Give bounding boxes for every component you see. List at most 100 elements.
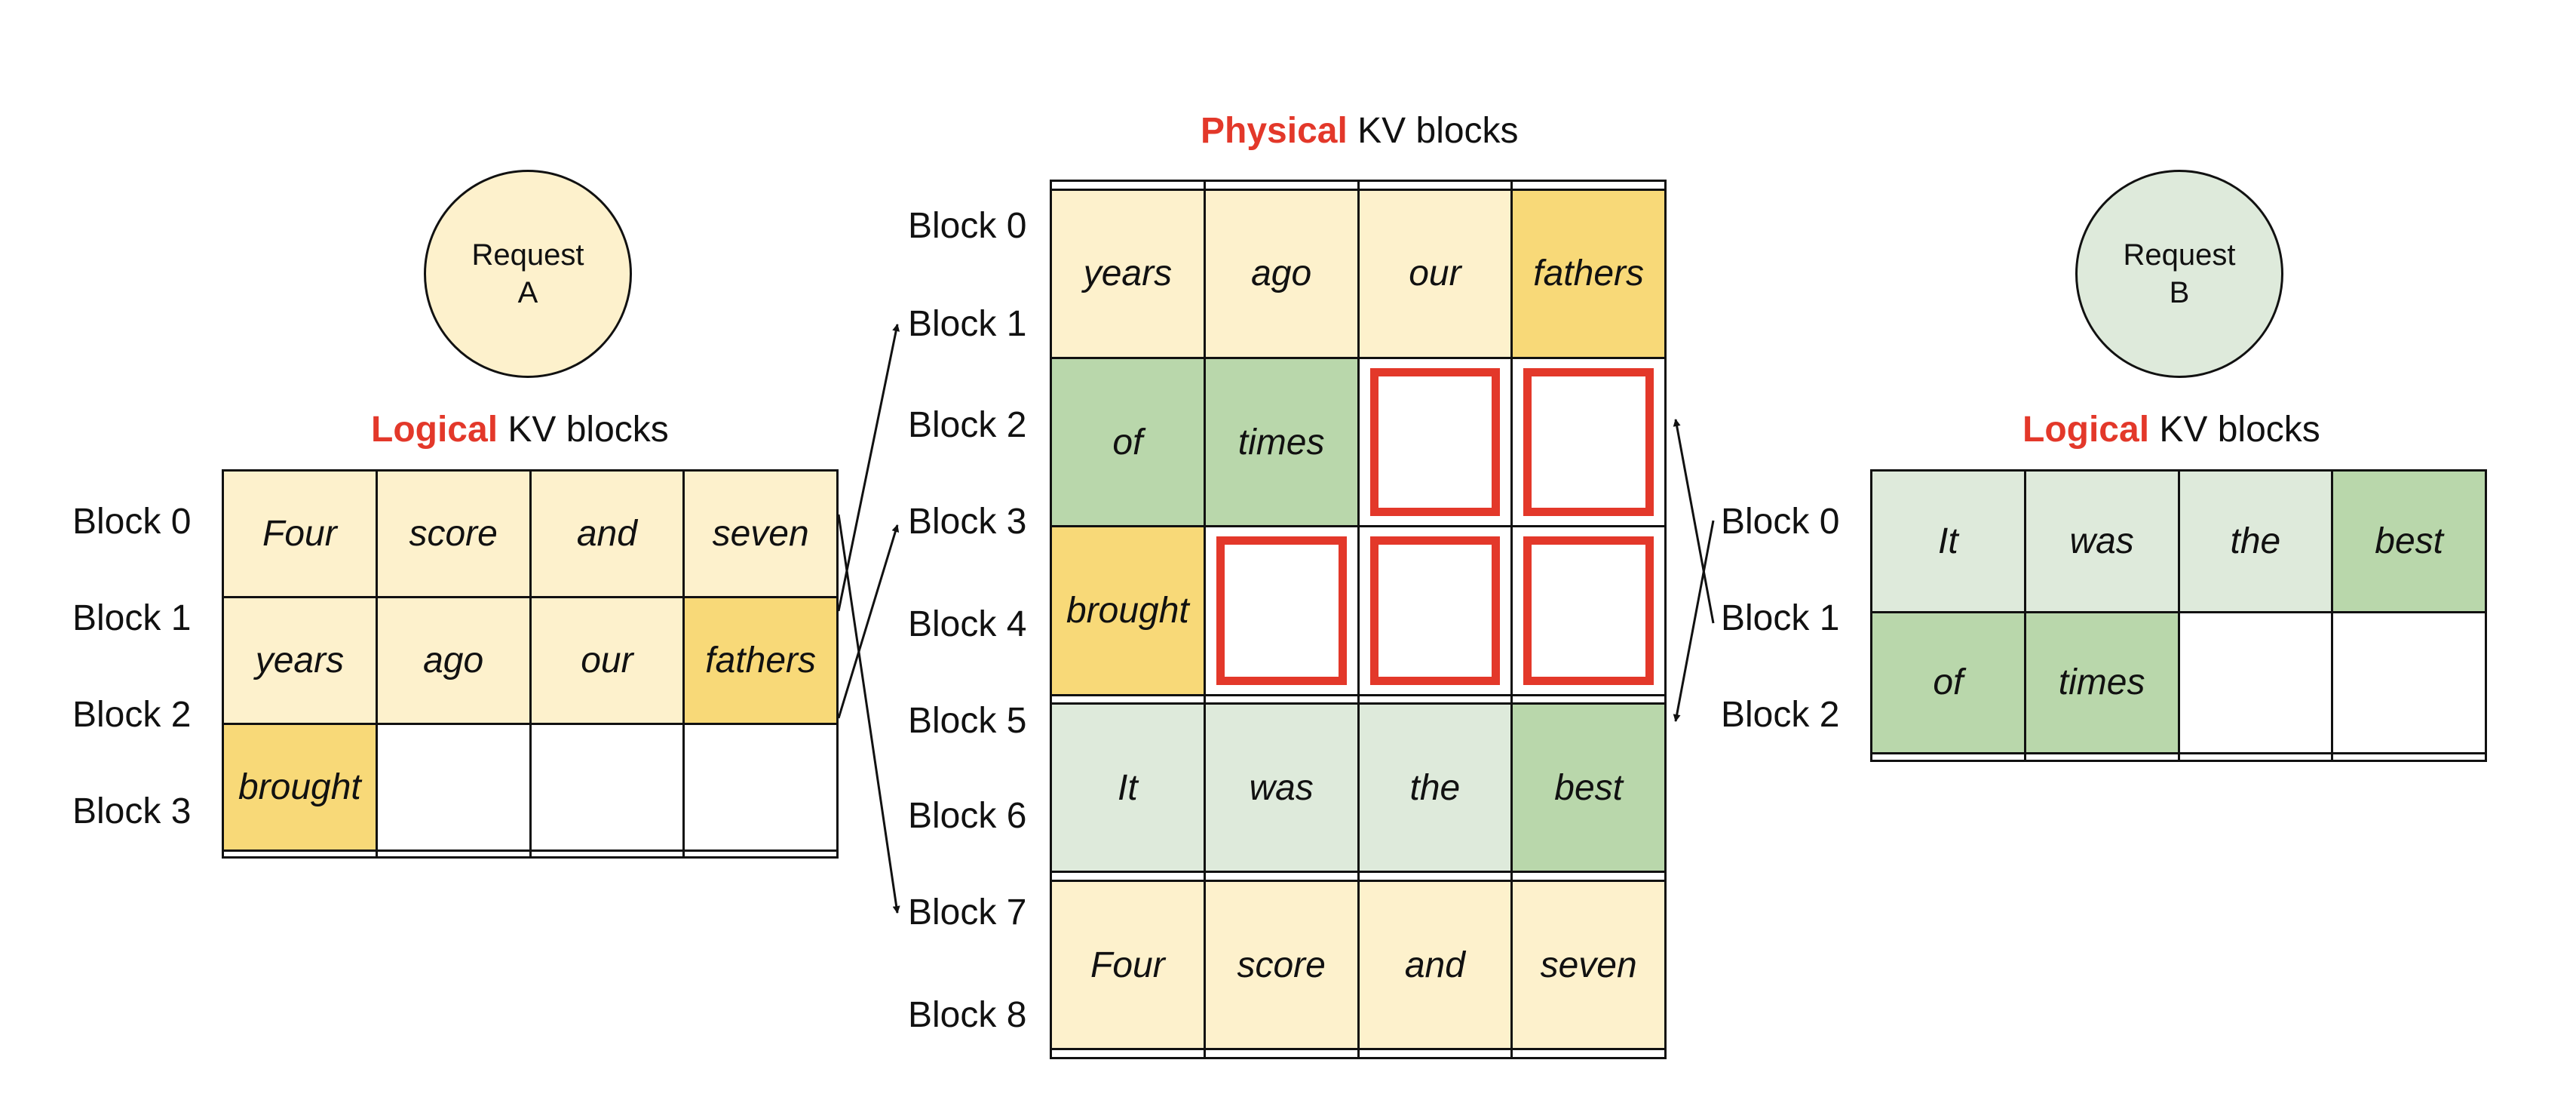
logical-b-cell xyxy=(2177,752,2334,762)
logical-a-cell xyxy=(529,849,685,859)
physical-cell xyxy=(1510,180,1667,191)
physical-cell xyxy=(1050,180,1206,191)
physical-label-1: Block 1 xyxy=(908,304,1027,344)
physical-cell xyxy=(1357,1048,1513,1059)
arrow-b-block0-to-physical5 xyxy=(1673,520,1715,722)
arrow-a-block0-to-physical7 xyxy=(837,514,900,914)
physical-cell xyxy=(1203,1048,1360,1059)
physical-label-5: Block 5 xyxy=(908,701,1027,741)
physical-label-3: Block 3 xyxy=(908,502,1027,542)
logical-a-cell xyxy=(375,849,532,859)
physical-cell-reserved xyxy=(1510,356,1667,528)
logical-a-label-3: Block 3 xyxy=(72,791,192,831)
physical-cell: was xyxy=(1203,702,1360,874)
logical-a-cell: Four xyxy=(222,469,378,599)
logical-a-row-1: years ago our fathers xyxy=(222,596,839,726)
physical-cell: fathers xyxy=(1510,188,1667,359)
physical-cell xyxy=(1510,693,1667,705)
logical-b-label-0: Block 0 xyxy=(1721,502,1840,542)
physical-row-3: brought xyxy=(1050,525,1667,696)
physical-cell xyxy=(1203,180,1360,191)
logical-b-cell xyxy=(1870,752,2026,762)
logical-a-title: Logical KV blocks xyxy=(371,409,669,450)
logical-a-label-1: Block 1 xyxy=(72,598,192,638)
physical-label-2: Block 2 xyxy=(908,405,1027,445)
request-b-circle: Request B xyxy=(2075,170,2283,378)
logical-b-cell: of xyxy=(1870,610,2026,755)
physical-cell: of xyxy=(1050,356,1206,528)
logical-a-cell: our xyxy=(529,596,685,726)
logical-b-cell: was xyxy=(2023,469,2180,613)
logical-a-cell: seven xyxy=(682,469,839,599)
physical-cell xyxy=(1050,871,1206,882)
physical-cell-reserved xyxy=(1203,525,1360,696)
physical-cell-reserved xyxy=(1357,525,1513,696)
physical-cell: our xyxy=(1357,188,1513,359)
logical-b-cell xyxy=(2023,752,2180,762)
logical-b-row-2 xyxy=(1870,752,2487,762)
request-a-circle: Request A xyxy=(424,170,632,378)
logical-a-cell: and xyxy=(529,469,685,599)
logical-b-title-highlight: Logical xyxy=(2022,410,2150,450)
logical-a-cell xyxy=(682,849,839,859)
logical-a-table: Four score and seven years ago our fathe… xyxy=(222,469,839,859)
physical-row-2: of times xyxy=(1050,356,1667,528)
logical-a-row-0: Four score and seven xyxy=(222,469,839,599)
logical-a-cell xyxy=(222,849,378,859)
arrow-a-block1-to-physical1 xyxy=(837,324,900,612)
physical-cell: best xyxy=(1510,702,1667,874)
request-b-line1: Request xyxy=(2123,238,2236,272)
request-b-line2: B xyxy=(2169,276,2190,309)
physical-cell: the xyxy=(1357,702,1513,874)
physical-label-4: Block 4 xyxy=(908,604,1027,644)
logical-b-table: It was the best of times xyxy=(1870,469,2487,762)
request-a-line2: A xyxy=(517,276,538,309)
physical-title-rest: KV blocks xyxy=(1347,111,1519,151)
physical-cell: seven xyxy=(1510,880,1667,1051)
physical-row-4 xyxy=(1050,693,1667,705)
physical-row-1: years ago our fathers xyxy=(1050,188,1667,359)
physical-cell xyxy=(1050,693,1206,705)
physical-title-highlight: Physical xyxy=(1201,111,1348,151)
logical-a-cell xyxy=(375,723,532,853)
logical-a-row-3 xyxy=(222,849,839,859)
physical-cell: Four xyxy=(1050,880,1206,1051)
physical-label-7: Block 7 xyxy=(908,892,1027,932)
physical-table: years ago our fathers of times brought I… xyxy=(1050,180,1667,1059)
arrow-a-block2-to-physical3 xyxy=(837,524,900,719)
physical-cell: score xyxy=(1203,880,1360,1051)
logical-b-cell xyxy=(2331,610,2487,755)
logical-a-cell xyxy=(529,723,685,853)
logical-a-label-2: Block 2 xyxy=(72,695,192,735)
logical-a-cell: score xyxy=(375,469,532,599)
logical-a-cell: years xyxy=(222,596,378,726)
physical-cell xyxy=(1203,693,1360,705)
physical-cell xyxy=(1357,180,1513,191)
physical-row-5: It was the best xyxy=(1050,702,1667,874)
logical-a-title-rest: KV blocks xyxy=(498,410,669,450)
physical-cell: It xyxy=(1050,702,1206,874)
physical-title: Physical KV blocks xyxy=(1201,110,1519,152)
logical-b-cell xyxy=(2331,752,2487,762)
logical-a-cell xyxy=(682,723,839,853)
logical-a-cell: ago xyxy=(375,596,532,726)
logical-b-cell: It xyxy=(1870,469,2026,613)
logical-a-cell: fathers xyxy=(682,596,839,726)
physical-cell xyxy=(1050,1048,1206,1059)
logical-b-label-2: Block 2 xyxy=(1721,695,1840,735)
physical-cell: ago xyxy=(1203,188,1360,359)
physical-cell-reserved xyxy=(1510,525,1667,696)
physical-row-6 xyxy=(1050,871,1667,882)
physical-cell: and xyxy=(1357,880,1513,1051)
physical-label-6: Block 6 xyxy=(908,796,1027,836)
arrow-b-block1-to-physical2 xyxy=(1673,419,1715,624)
logical-b-cell: times xyxy=(2023,610,2180,755)
logical-a-row-2: brought xyxy=(222,723,839,853)
logical-b-cell: best xyxy=(2331,469,2487,613)
physical-cell xyxy=(1203,871,1360,882)
logical-b-title-rest: KV blocks xyxy=(2149,410,2320,450)
request-a-line1: Request xyxy=(471,238,584,272)
logical-a-label-0: Block 0 xyxy=(72,502,192,542)
physical-cell xyxy=(1510,1048,1667,1059)
logical-a-cell: brought xyxy=(222,723,378,853)
